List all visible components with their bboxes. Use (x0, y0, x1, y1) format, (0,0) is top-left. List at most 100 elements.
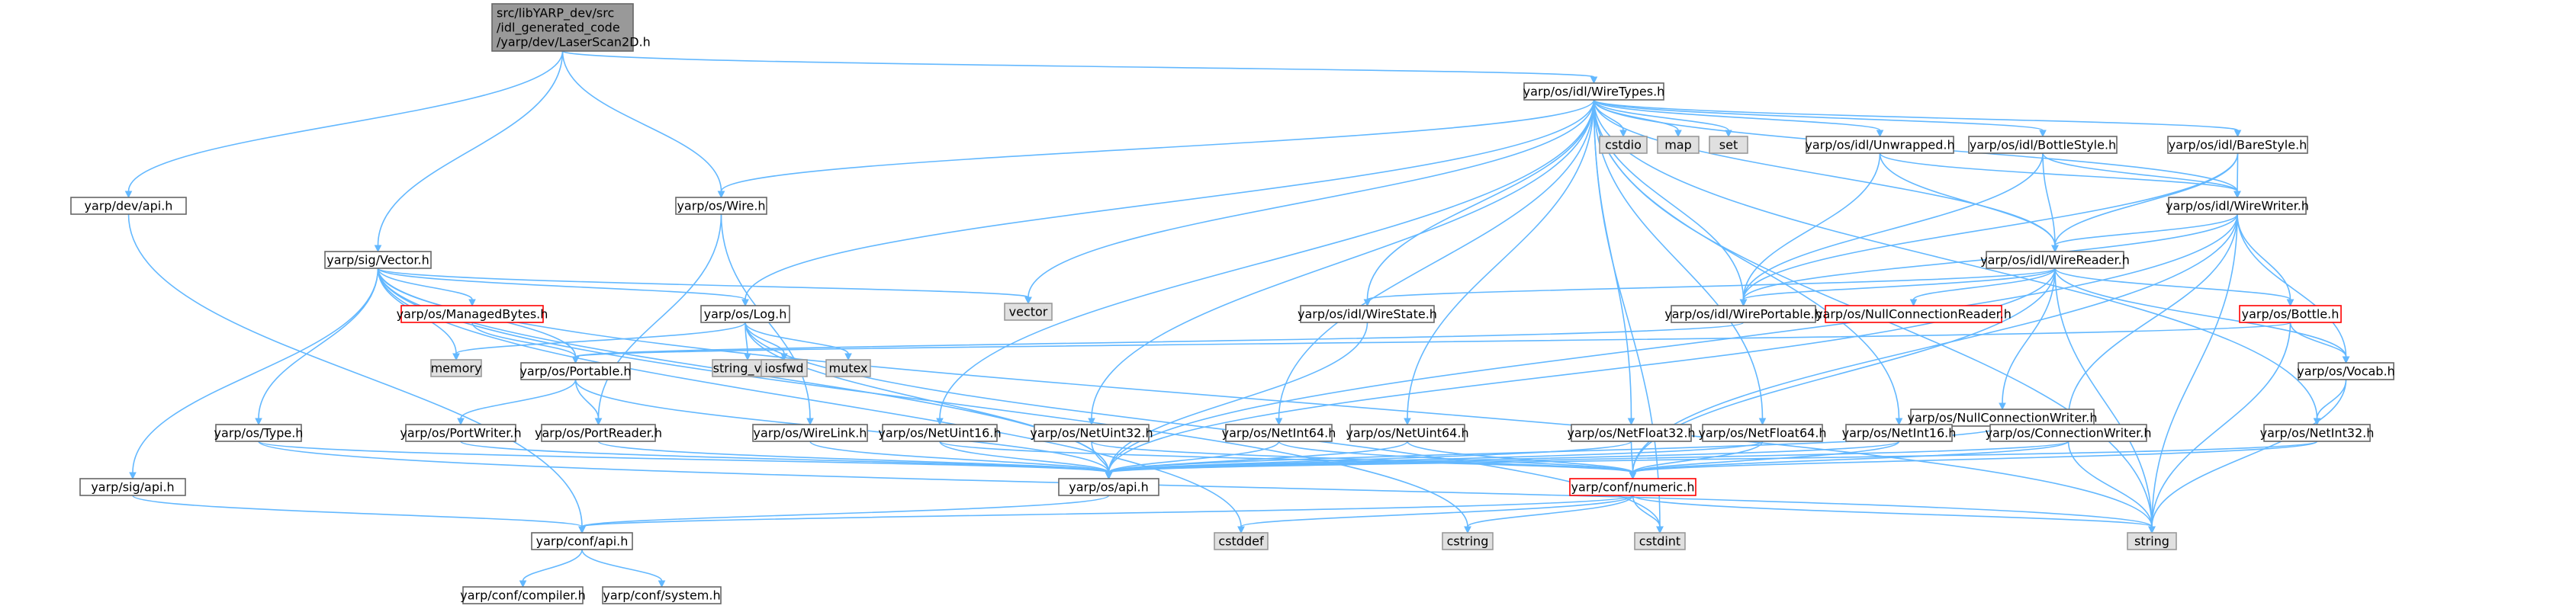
node-devapi[interactable]: yarp/dev/api.h (70, 197, 187, 215)
node-bottlestyle[interactable]: yarp/os/idl/BottleStyle.h (1968, 136, 2118, 154)
arrowhead-managedbytes-to-portable (571, 356, 580, 364)
edge-wirewriter-to-connwriter (2067, 213, 2238, 419)
edge-portable-to-portwriter (460, 379, 577, 419)
edge-wiretypes-to-netint64 (1278, 99, 1595, 419)
node-wiretypes[interactable]: yarp/os/idl/WireTypes.h (1523, 82, 1665, 101)
node-type[interactable]: yarp/os/Type.h (214, 424, 304, 442)
edge-sigapi-to-confapi (132, 495, 583, 527)
node-wirereader[interactable]: yarp/os/idl/WireReader.h (1980, 251, 2130, 269)
node-osapi[interactable]: yarp/os/api.h (1058, 478, 1159, 496)
arrowhead-log-to-string_view (744, 353, 751, 361)
node-label-wirelink: yarp/os/WireLink.h (754, 426, 867, 441)
edge-vector-to-log (377, 268, 746, 300)
node-netuint16[interactable]: yarp/os/NetUint16.h (878, 424, 1002, 442)
node-wireportable[interactable]: yarp/os/idl/WirePortable.h (1664, 305, 1822, 323)
node-netuint32[interactable]: yarp/os/NetUint32.h (1030, 424, 1153, 442)
node-box-iosfwd (761, 359, 808, 377)
node-netuint64[interactable]: yarp/os/NetUint64.h (1346, 424, 1469, 442)
node-box-log (700, 305, 790, 323)
node-numeric[interactable]: yarp/conf/numeric.h (1569, 478, 1696, 496)
node-box-portable (520, 362, 631, 380)
edge-vector-to-vectorstd (377, 268, 1029, 298)
edge-netfloat32-to-numeric (1630, 441, 1634, 473)
edge-wiretypes-to-cstdint (1593, 99, 1661, 527)
node-wirelink[interactable]: yarp/os/WireLink.h (752, 424, 868, 442)
node-vocab[interactable]: yarp/os/Vocab.h (2297, 362, 2395, 380)
node-netfloat32[interactable]: yarp/os/NetFloat32.h (1567, 424, 1696, 442)
node-box-vocab (2298, 362, 2394, 380)
node-nullconnwriter[interactable]: yarp/os/NullConnectionWriter.h (1907, 409, 2098, 427)
edge-wirestate-to-osapi (1108, 322, 1368, 473)
edge-netuint32-to-osapi (1091, 441, 1110, 473)
node-box-wirereader (1986, 251, 2124, 269)
node-compiler[interactable]: yarp/conf/compiler.h (460, 586, 586, 604)
node-box-wireportable (1671, 305, 1816, 323)
arrowhead-numeric-to-cstddef (1237, 526, 1245, 534)
edge-vector-to-sigapi (132, 268, 379, 473)
arrowhead-bottle-to-vocab (2342, 356, 2350, 364)
arrowhead-wiretypes-to-bottlestyle (2039, 130, 2047, 138)
edge-bottlestyle-to-wirewriter (2042, 152, 2238, 192)
node-box-cstdio (1599, 136, 1648, 154)
node-barestyle[interactable]: yarp/os/idl/BareStyle.h (2167, 136, 2308, 154)
arrowhead-wirereader-to-wireportable (1739, 299, 1748, 307)
node-label-compiler: yarp/conf/compiler.h (460, 588, 586, 603)
node-wirestate[interactable]: yarp/os/idl/WireState.h (1298, 305, 1437, 323)
node-connwriter[interactable]: yarp/os/ConnectionWriter.h (1985, 424, 2152, 442)
node-label-wireportable: yarp/os/idl/WirePortable.h (1664, 307, 1822, 322)
node-confapi[interactable]: yarp/conf/api.h (531, 532, 633, 550)
node-label-string: string (2134, 534, 2169, 549)
node-label-wirestate: yarp/os/idl/WireState.h (1298, 307, 1437, 322)
node-label-portwriter: yarp/os/PortWriter.h (400, 426, 521, 441)
node-box-system (602, 586, 722, 604)
edge-root-to-devapi (127, 50, 564, 192)
node-label-bottlestyle: yarp/os/idl/BottleStyle.h (1970, 138, 2116, 152)
edge-wirewriter-to-bottle (2237, 213, 2291, 300)
node-portwriter[interactable]: yarp/os/PortWriter.h (400, 424, 522, 442)
edge-vocab-to-string (2151, 379, 2347, 527)
arrowhead-root-to-devapi (124, 191, 133, 199)
node-managedbytes[interactable]: yarp/os/ManagedBytes.h (397, 305, 548, 323)
node-bottle[interactable]: yarp/os/Bottle.h (2239, 305, 2342, 323)
node-label-netint64: yarp/os/NetInt64.h (1222, 426, 1336, 441)
node-box-compiler (462, 586, 584, 604)
edge-unwrapped-to-wirereader (1879, 152, 2056, 246)
node-label-bottle: yarp/os/Bottle.h (2242, 307, 2340, 322)
node-netint32[interactable]: yarp/os/NetInt32.h (2260, 424, 2375, 442)
node-netfloat64[interactable]: yarp/os/NetFloat64.h (1698, 424, 1827, 442)
edge-wirereader-to-string (2054, 268, 2153, 527)
node-wirewriter[interactable]: yarp/os/idl/WireWriter.h (2166, 197, 2309, 215)
node-label-root-line-1: /idl_generated_code (497, 21, 620, 36)
node-root[interactable]: src/libYARP_dev/src/idl_generated_code/y… (491, 3, 651, 52)
node-portreader[interactable]: yarp/os/PortReader.h (535, 424, 662, 442)
node-netint64[interactable]: yarp/os/NetInt64.h (1222, 424, 1336, 442)
edge-barestyle-to-wireportable (1742, 152, 2239, 300)
edge-osapi-to-confapi (581, 495, 1110, 527)
node-system[interactable]: yarp/conf/system.h (602, 586, 722, 604)
arrowhead-wiretypes-to-cstdio (1619, 130, 1627, 138)
node-label-wirereader: yarp/os/idl/WireReader.h (1980, 253, 2130, 268)
edge-wirereader-to-wirestate (1366, 268, 2056, 300)
node-unwrapped[interactable]: yarp/os/idl/Unwrapped.h (1805, 136, 1955, 154)
node-cstdio: cstdio (1599, 136, 1648, 154)
node-box-cstdint (1634, 532, 1686, 550)
node-box-netint32 (2263, 424, 2371, 442)
node-vector[interactable]: yarp/sig/Vector.h (324, 251, 432, 269)
node-nullconnreader[interactable]: yarp/os/NullConnectionReader.h (1815, 305, 2012, 323)
edge-type-to-string (258, 441, 2153, 527)
nodes-layer: src/libYARP_dev/src/idl_generated_code/y… (70, 3, 2395, 604)
node-cstddef: cstddef (1214, 532, 1269, 550)
node-sigapi[interactable]: yarp/sig/api.h (79, 478, 186, 496)
edge-root-to-wiretypes (561, 50, 1595, 78)
node-box-netuint16 (882, 424, 998, 442)
node-portable[interactable]: yarp/os/Portable.h (519, 362, 632, 380)
node-label-root-line-2: /yarp/dev/LaserScan2D.h (497, 35, 651, 50)
edge-netuint16-to-osapi (939, 441, 1110, 473)
edge-confapi-to-system (581, 549, 663, 582)
node-log[interactable]: yarp/os/Log.h (700, 305, 790, 323)
node-wire[interactable]: yarp/os/Wire.h (675, 197, 767, 215)
arrowhead-wiretypes-to-unwrapped (1876, 130, 1884, 138)
node-label-iosfwd: iosfwd (764, 361, 803, 376)
node-netint16[interactable]: yarp/os/NetInt16.h (1842, 424, 1957, 442)
node-box-confapi (531, 532, 633, 550)
